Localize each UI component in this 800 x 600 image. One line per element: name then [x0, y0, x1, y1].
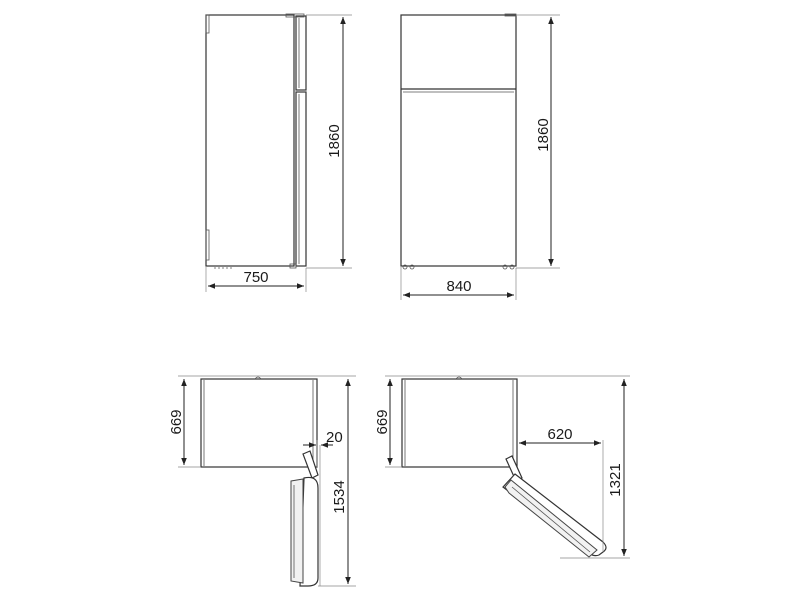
front-width-label: 840 [446, 278, 471, 295]
side-height-label: 1860 [326, 124, 343, 157]
side-depth-label: 750 [243, 269, 268, 286]
top-view-door-open-angle: 669 620 1321 [374, 375, 630, 559]
topang-reach-label: 620 [547, 426, 572, 443]
top-view-door-open-90: 669 20 1534 [168, 375, 356, 587]
front-height-label: 1860 [535, 118, 552, 151]
side-fridge-door [295, 91, 307, 267]
side-freezer-door [295, 15, 307, 91]
top90-clearance-label: 20 [326, 429, 343, 446]
topang-depth-label: 669 [374, 409, 391, 434]
top90-door-outer [299, 476, 319, 587]
front-view: 1860 840 [400, 13, 560, 300]
side-top-hinge [285, 13, 305, 18]
side-cabinet [205, 14, 295, 267]
side-rear-top-detail [205, 14, 210, 34]
top90-depth-label: 669 [168, 409, 185, 434]
topang-door-handle [505, 455, 523, 482]
top90-door-inner-shelf [290, 478, 304, 584]
side-rear-bottom-detail [205, 229, 210, 261]
top90-door-handle [302, 450, 319, 479]
top90-cabinet [200, 378, 318, 468]
front-cabinet [400, 14, 517, 267]
top90-total-label: 1534 [331, 480, 348, 513]
topang-total-label: 1321 [607, 463, 624, 496]
topang-door-inner-shelf [504, 479, 598, 558]
side-view: 1860 750 [205, 13, 352, 292]
topang-cabinet [401, 378, 518, 468]
